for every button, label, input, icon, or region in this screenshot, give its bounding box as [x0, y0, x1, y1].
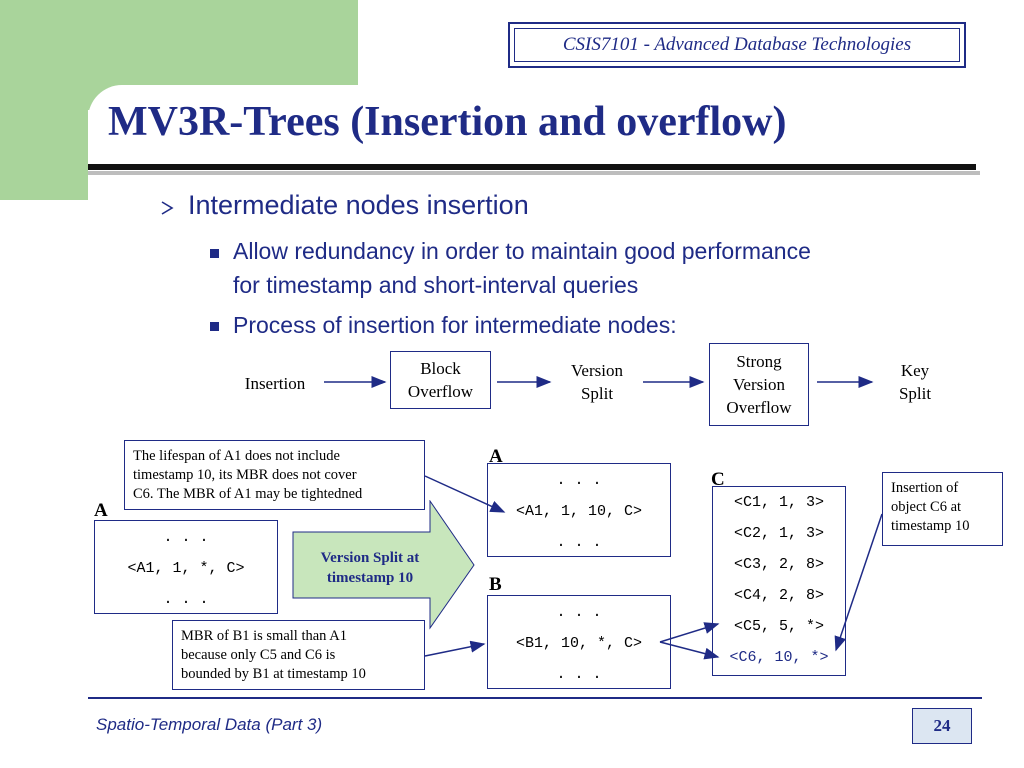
flow-label-line: Split — [898, 384, 932, 403]
square-bullet-icon — [210, 249, 219, 258]
callout-line: Insertion of — [891, 480, 959, 496]
node-entry: <C4, 2, 8> — [733, 587, 824, 604]
title-rule-shadow — [88, 171, 980, 175]
footer-text: Spatio-Temporal Data (Part 3) — [96, 715, 323, 734]
course-banner: CSIS7101 - Advanced Database Technologie… — [508, 22, 966, 68]
node-entry-highlight: <C6, 10, *> — [729, 649, 829, 666]
node-entry: <C5, 5, *> — [733, 618, 824, 635]
callout-line: The lifespan of A1 does not include — [133, 448, 340, 464]
node-entry: . . . — [556, 604, 602, 621]
bullet-item1-line2: for timestamp and short-interval queries — [233, 272, 639, 298]
version-split-arrow-label: Version Split at timestamp 10 — [300, 548, 440, 588]
node-right-a: . . . <A1, 1, 10, C> . . . — [487, 463, 671, 557]
flow-label-line: Strong — [736, 352, 782, 371]
callout-arrow — [424, 640, 486, 657]
callout-line: bounded by B1 at timestamp 10 — [181, 666, 366, 682]
callout-line: C6. The MBR of A1 may be tightedned — [133, 486, 363, 502]
callout-line: because only C5 and C6 is — [181, 647, 336, 663]
node-entry: <C2, 1, 3> — [733, 525, 824, 542]
flow-label-line: Version — [733, 375, 785, 394]
callout-mbr-b1: MBR of B1 is small than A1 because only … — [172, 620, 425, 690]
node-label-c: C — [711, 469, 725, 490]
node-label-left-a: A — [94, 500, 108, 521]
node-entry: . . . — [556, 666, 602, 683]
title-rule — [88, 164, 976, 170]
node-b: . . . <B1, 10, *, C> . . . — [487, 595, 671, 689]
callout-line: object C6 at — [891, 499, 962, 515]
pointer-arrow — [659, 641, 720, 660]
course-title: CSIS7101 - Advanced Database Technologie… — [514, 28, 960, 62]
bullet-item1-line1: Allow redundancy in order to maintain go… — [233, 238, 811, 264]
flow-label-line: Key — [900, 361, 930, 380]
square-bullet-icon — [210, 322, 219, 331]
flow-label-line: Overflow — [726, 398, 792, 417]
callout-lifespan: The lifespan of A1 does not include time… — [124, 440, 425, 510]
node-label-right-a: A — [489, 446, 503, 467]
bullet-level1: Intermediate nodes insertion — [188, 190, 529, 220]
flow-label-line: Version — [571, 361, 623, 380]
node-c: <C1, 1, 3> <C2, 1, 3> <C3, 2, 8> <C4, 2,… — [712, 486, 846, 676]
page-number: 24 — [912, 708, 972, 744]
node-entry: <A1, 1, 10, C> — [515, 503, 643, 520]
node-entry: . . . — [556, 472, 602, 489]
callout-arrow — [834, 513, 883, 652]
callout-arrow — [424, 475, 506, 513]
arrow-label-line: timestamp 10 — [326, 570, 414, 586]
arrow-label-line: Version Split at — [320, 550, 420, 566]
version-split-arrow — [292, 500, 475, 630]
node-label-b: B — [489, 574, 502, 595]
node-entry: <C3, 2, 8> — [733, 556, 824, 573]
node-entry: <B1, 10, *, C> — [515, 635, 643, 652]
header-green-side — [0, 110, 88, 200]
node-entry: . . . — [163, 529, 209, 546]
callout-insertion-c6: Insertion of object C6 at timestamp 10 — [882, 472, 1003, 546]
bullet-item2: Process of insertion for intermediate no… — [233, 312, 677, 338]
node-entry: <A1, 1, *, C> — [127, 560, 245, 577]
node-entry: . . . — [556, 534, 602, 551]
arrow-bullet-icon — [161, 201, 174, 215]
callout-line: timestamp 10, its MBR does not cover — [133, 467, 357, 483]
footer-rule — [88, 697, 982, 699]
node-left-a: . . . <A1, 1, *, C> . . . — [94, 520, 278, 614]
flow-label-line: Overflow — [407, 382, 474, 401]
title-background — [88, 85, 988, 163]
node-entry: <C1, 1, 3> — [733, 494, 824, 511]
callout-line: timestamp 10 — [891, 518, 970, 534]
flow-label-line: Split — [580, 384, 614, 403]
pointer-arrow — [659, 622, 720, 643]
slide-title: MV3R-Trees (Insertion and overflow) — [108, 99, 787, 145]
flow-insertion: Insertion — [244, 374, 306, 393]
callout-line: MBR of B1 is small than A1 — [181, 628, 347, 644]
node-entry: . . . — [163, 591, 209, 608]
flow-label-line: Block — [420, 359, 461, 378]
